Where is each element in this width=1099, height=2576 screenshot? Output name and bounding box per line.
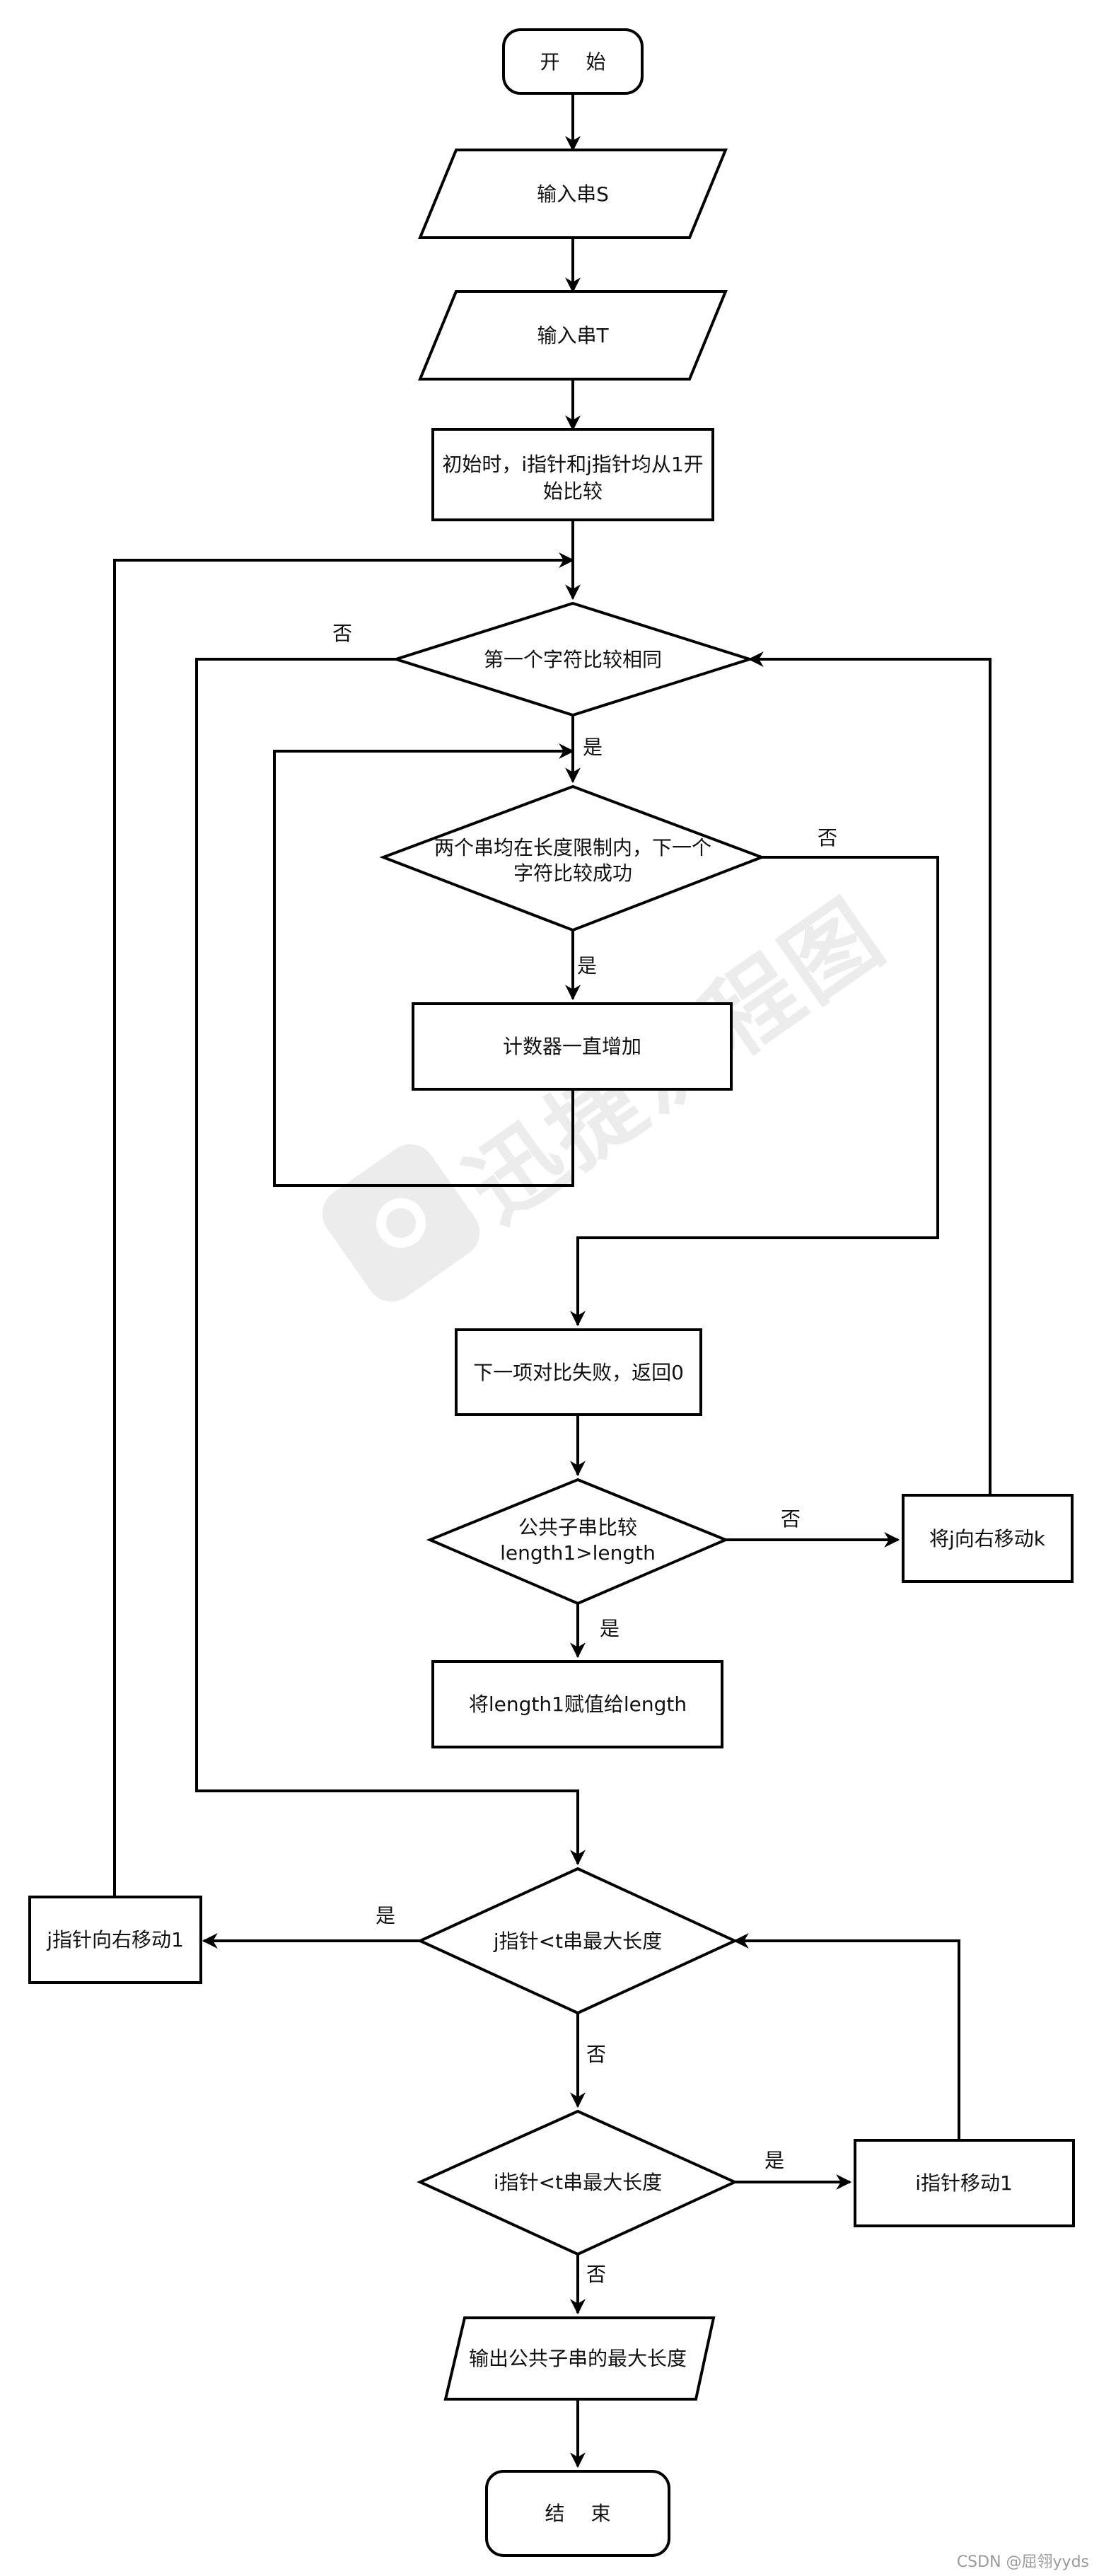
move-j-k-node xyxy=(902,1494,1074,1583)
assign-label: 将length1赋值给length xyxy=(469,1693,687,1716)
edge-move-j-k-loop-back xyxy=(748,651,992,1495)
first-compare-no-label: 否 xyxy=(332,622,352,645)
move-i-1-node xyxy=(854,2139,1075,2227)
compare-no-label: 否 xyxy=(781,1507,801,1531)
output-label: 输出公共子串的最大长度 xyxy=(469,2347,687,2370)
counter-label: 计数器一直增加 xyxy=(503,1035,641,1058)
j-check-no-label: 否 xyxy=(586,2043,606,2066)
edge-move-j-1-loop-back xyxy=(113,552,575,1897)
compare-label-line-1: 公共子串比较 xyxy=(518,1516,637,1539)
next-char-label-line-2: 字符比较成功 xyxy=(513,861,632,885)
first-compare-yes-label: 是 xyxy=(583,736,603,759)
edge-counter-loop-back xyxy=(273,743,575,1187)
fail-return-node xyxy=(455,1328,702,1416)
input-t-node xyxy=(418,290,728,381)
fail-return-label: 下一项对比失败，返回0 xyxy=(473,1361,684,1384)
first-char-compare-node xyxy=(391,601,755,717)
edge-first-compare-no xyxy=(195,658,586,1866)
init-label-line-1: 初始时，i指针和j指针均从1开 xyxy=(442,453,703,476)
move-j-k-label: 将j向右移动k xyxy=(929,1527,1046,1550)
next-char-node xyxy=(379,784,766,932)
start-label: 开 始 xyxy=(540,50,606,74)
end-label: 结 束 xyxy=(545,2502,611,2525)
assign-node xyxy=(431,1660,723,1748)
input-t-label: 输入串T xyxy=(537,324,609,347)
start-node xyxy=(502,28,644,95)
compare-yes-label: 是 xyxy=(600,1617,620,1640)
j-check-label: j指针<t串最大长度 xyxy=(493,1930,662,1953)
first-char-compare-label: 第一个字符比较相同 xyxy=(484,648,662,671)
move-j-1-node xyxy=(28,1896,202,1984)
next-char-yes-label: 是 xyxy=(577,954,597,977)
i-check-no-label: 否 xyxy=(586,2263,606,2286)
credit-text: CSDN @屈翎yyds xyxy=(956,2553,1089,2571)
next-char-label-line-1: 两个串均在长度限制内，下一个 xyxy=(434,836,711,859)
input-s-node xyxy=(418,149,728,239)
input-s-label: 输入串S xyxy=(537,182,609,206)
init-node xyxy=(431,428,714,521)
init-label-line-2: 始比较 xyxy=(543,480,603,503)
j-check-node xyxy=(417,1867,738,2015)
compare-node xyxy=(426,1478,730,1606)
i-check-label: i指针<t串最大长度 xyxy=(494,2171,662,2194)
edge-next-char-no xyxy=(570,856,939,1327)
move-j-1-label: j指针向右移动1 xyxy=(46,1928,184,1951)
output-node xyxy=(443,2316,716,2401)
move-i-1-label: i指针移动1 xyxy=(915,2171,1013,2195)
edge-move-i-1-loop-back xyxy=(733,1933,960,2140)
end-node xyxy=(485,2470,670,2557)
i-check-yes-label: 是 xyxy=(764,2149,784,2172)
i-check-node xyxy=(417,2109,738,2256)
next-char-no-label: 否 xyxy=(818,826,837,849)
counter-node xyxy=(412,1002,733,1091)
compare-label-line-2: length1>length xyxy=(500,1541,656,1565)
j-check-yes-label: 是 xyxy=(376,1904,395,1927)
